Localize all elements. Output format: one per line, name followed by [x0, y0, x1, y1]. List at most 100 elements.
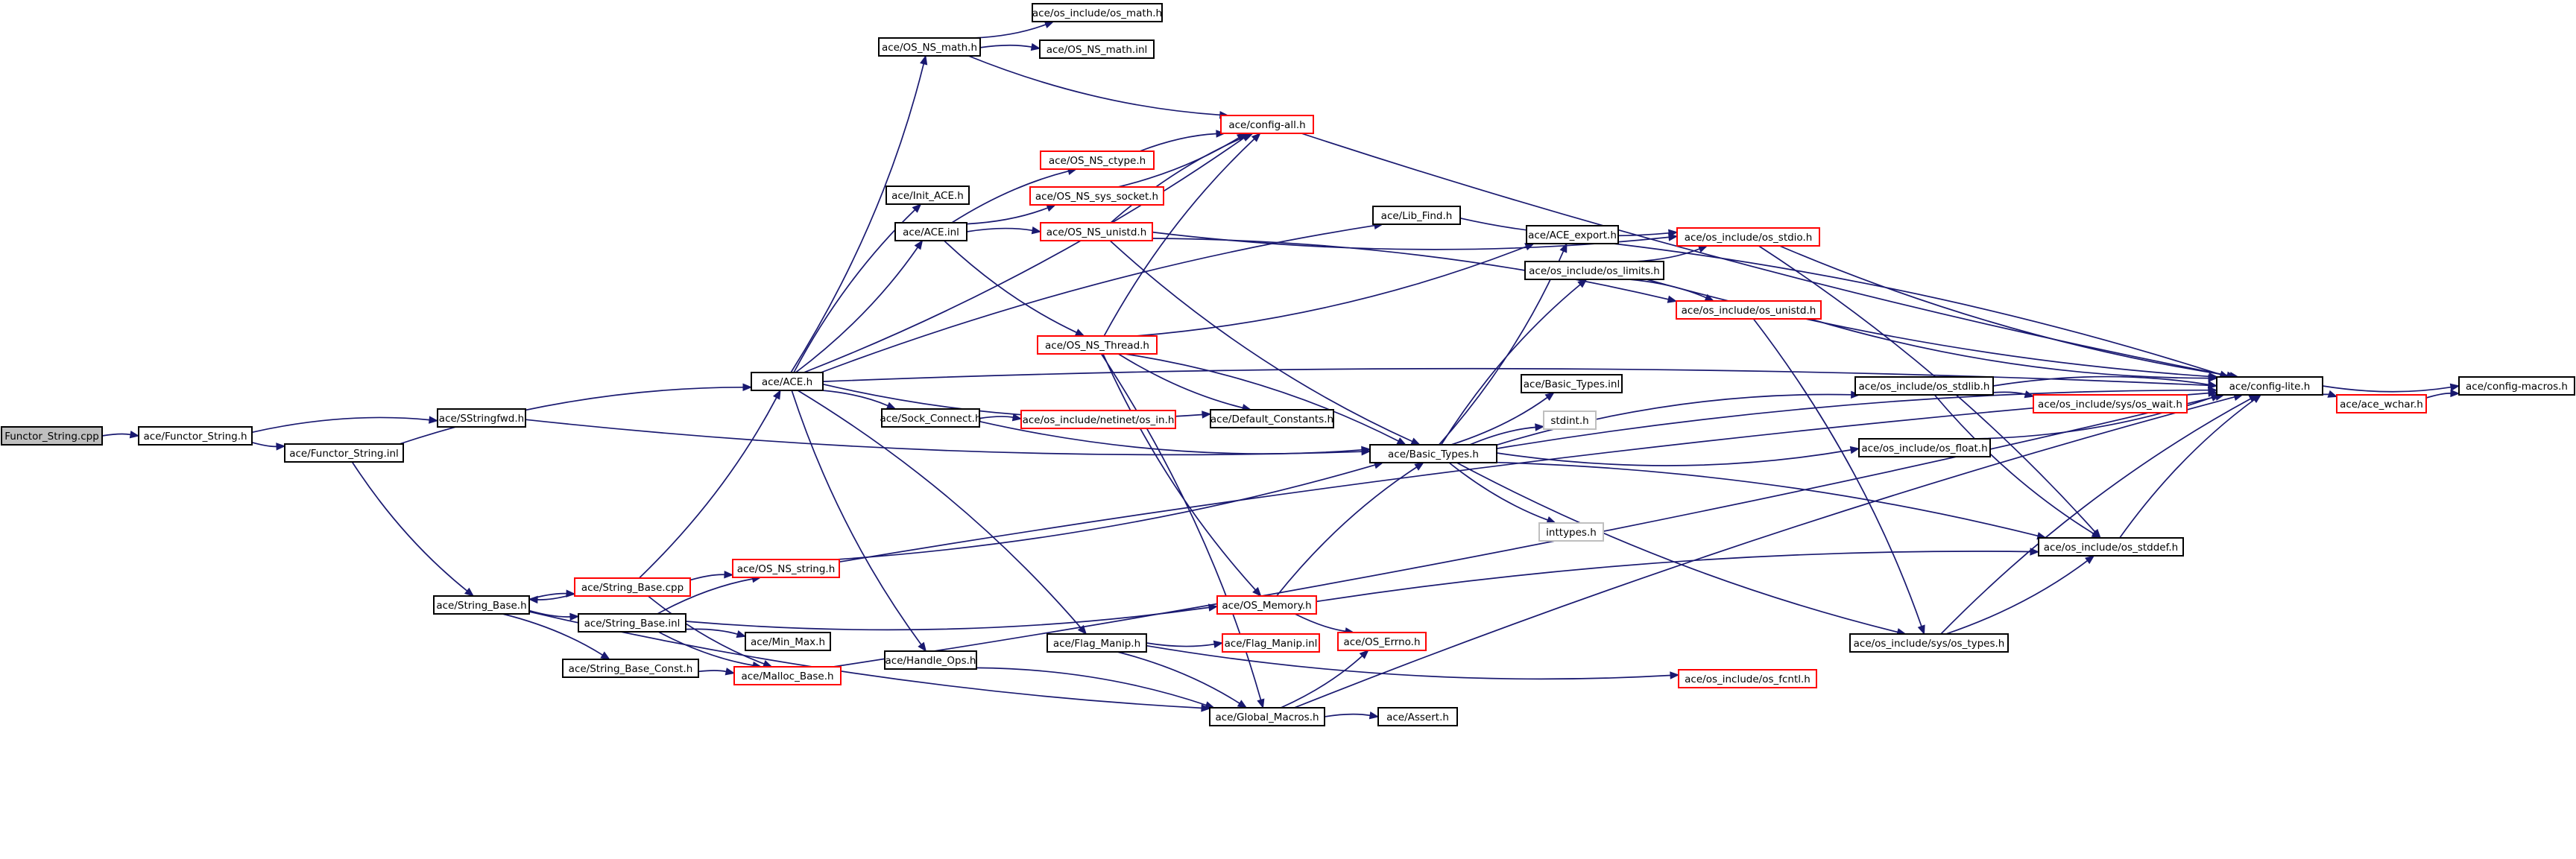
edge-line	[1992, 375, 2209, 387]
edge-ace-ace-h-to-ace-handle-ops-h	[791, 390, 927, 653]
node-ace-ace-h[interactable]: ace/ACE.h	[751, 372, 824, 391]
edge-ace-ace-h-to-ace-sock-connect-h	[822, 390, 897, 410]
node-ace-string-base-const-h[interactable]: ace/String_Base_Const.h	[562, 659, 699, 678]
edge-arrowhead	[1917, 624, 1925, 635]
node-ace-lib-find-h[interactable]: ace/Lib_Find.h	[1372, 206, 1461, 225]
node-ace-string-base-inl[interactable]: ace/String_Base.inl	[578, 613, 686, 633]
node-box	[578, 613, 686, 633]
node-ace-os-include-os-unistd-h[interactable]: ace/os_include/os_unistd.h	[1676, 300, 1822, 320]
edge-line	[399, 386, 744, 445]
node-box	[1538, 522, 1604, 542]
node-ace-sstringfwd-h[interactable]: ace/SStringfwd.h	[437, 408, 526, 428]
node-ace-os-include-os-fcntl-h[interactable]: ace/os_include/os_fcntl.h	[1678, 669, 1817, 688]
node-ace-default-constants-h[interactable]: ace/Default_Constants.h	[1210, 409, 1334, 428]
node-box	[1526, 225, 1619, 244]
edge-arrowhead	[1410, 437, 1421, 446]
node-ace-ace-wchar-h[interactable]: ace/ace_wchar.h	[2336, 394, 2427, 413]
node-label: ace/config-macros.h	[2466, 381, 2568, 393]
node-box	[1337, 632, 1427, 651]
node-ace-ace-export-h[interactable]: ace/ACE_export.h	[1526, 225, 1619, 244]
edge-arrowhead	[276, 443, 286, 451]
node-ace-malloc-base-h[interactable]: ace/Malloc_Base.h	[733, 666, 842, 685]
edge-ace-basic-types-h-to-ace-os-include-os-limits-h	[1440, 279, 1588, 446]
edge-line	[979, 416, 1014, 419]
edge-arrowhead	[528, 595, 538, 604]
edge-arrowhead	[742, 383, 753, 392]
edge-arrowhead	[1396, 437, 1407, 446]
node-ace-basic-types-h[interactable]: ace/Basic_Types.h	[1369, 444, 1497, 463]
node-box	[1220, 115, 1314, 134]
edge-arrowhead	[1030, 42, 1041, 51]
edge-line	[528, 609, 571, 618]
edge-arrowhead	[1252, 586, 1262, 597]
node-box	[1037, 335, 1158, 355]
node-ace-os-ns-ctype-h[interactable]: ace/OS_NS_ctype.h	[1040, 150, 1155, 170]
node-box	[1029, 186, 1164, 206]
node-ace-string-base-h[interactable]: ace/String_Base.h	[433, 595, 530, 615]
edge-arrowhead	[2450, 389, 2460, 398]
node-ace-assert-h[interactable]: ace/Assert.h	[1377, 707, 1458, 726]
node-ace-os-include-os-float-h[interactable]: ace/os_include/os_float.h	[1858, 438, 1991, 457]
node-ace-sock-connect-h[interactable]: ace/Sock_Connect.h	[880, 408, 982, 428]
edge-line	[836, 464, 1376, 560]
node-ace-basic-types-inl[interactable]: ace/Basic_Types.inl	[1521, 374, 1623, 393]
node-ace-os-include-sys-os-types-h[interactable]: ace/os_include/sys/os_types.h	[1849, 633, 2009, 653]
edge-ace-os-memory-h-to-ace-os-include-os-stddef-h	[1316, 548, 2040, 603]
node-box	[1854, 376, 1994, 396]
node-box	[1524, 261, 1664, 280]
node-ace-config-macros-h[interactable]: ace/config-macros.h	[2458, 376, 2575, 396]
node-ace-os-ns-sys-socket-h[interactable]: ace/OS_NS_sys_socket.h	[1029, 186, 1164, 206]
node-label: ace/Lib_Find.h	[1381, 210, 1453, 222]
edge-arrowhead	[2084, 555, 2095, 565]
edge-line	[822, 390, 888, 407]
node-ace-config-lite-h[interactable]: ace/config-lite.h	[2216, 376, 2323, 396]
node-ace-os-ns-string-h[interactable]: ace/OS_NS_string.h	[732, 559, 840, 578]
edge-arrowhead	[724, 571, 734, 579]
node-ace-os-include-netinet-os-in-h[interactable]: ace/os_include/netinet/os_in.h	[1020, 410, 1176, 429]
node-ace-functor-string-h[interactable]: ace/Functor_String.h	[138, 426, 253, 446]
edge-line	[821, 224, 1375, 373]
edge-line	[1110, 136, 1246, 224]
edge-ace-os-include-os-unistd-h-to-ace-os-include-sys-os-types-h	[1752, 318, 1925, 635]
edge-line	[1324, 713, 1371, 717]
node-ace-os-ns-thread-h[interactable]: ace/OS_NS_Thread.h	[1037, 335, 1158, 355]
node-ace-os-include-os-limits-h[interactable]: ace/os_include/os_limits.h	[1524, 261, 1664, 280]
node-ace-string-base-cpp[interactable]: ace/String_Base.cpp	[574, 577, 691, 597]
node-ace-os-ns-math-inl[interactable]: ace/OS_NS_math.inl	[1039, 39, 1155, 59]
node-label: ace/Default_Constants.h	[1210, 413, 1333, 425]
edge-arrowhead	[1208, 603, 1219, 612]
edge-ace-string-base-cpp-to-ace-string-base-h	[528, 593, 575, 604]
node-ace-os-include-os-stdio-h[interactable]: ace/os_include/os_stdio.h	[1676, 227, 1820, 247]
node-ace-os-memory-h[interactable]: ace/OS_Memory.h	[1216, 595, 1317, 615]
node-box	[1678, 669, 1817, 688]
node-ace-ace-inl[interactable]: ace/ACE.inl	[894, 222, 967, 241]
node-ace-flag-manip-h[interactable]: ace/Flag_Manip.h	[1046, 633, 1147, 653]
node-label: Functor_String.cpp	[4, 431, 99, 443]
edge-ace-os-include-os-unistd-h-to-ace-config-lite-h	[1809, 318, 2218, 382]
edge-arrowhead	[1202, 411, 1212, 419]
node-ace-os-ns-math-h[interactable]: ace/OS_NS_math.h	[878, 37, 981, 57]
node-ace-min-max-h[interactable]: ace/Min_Max.h	[745, 632, 831, 651]
node-ace-global-macros-h[interactable]: ace/Global_Macros.h	[1209, 707, 1325, 726]
node-ace-os-include-os-math-h[interactable]: ace/os_include/os_math.h	[1032, 3, 1163, 22]
node-ace-flag-manip-inl[interactable]: ace/Flag_Manip.inl	[1222, 633, 1320, 653]
node-ace-os-include-sys-os-wait-h[interactable]: ace/os_include/sys/os_wait.h	[2033, 394, 2188, 413]
node-ace-init-ace-h[interactable]: ace/Init_ACE.h	[886, 186, 970, 205]
node-box	[1210, 409, 1334, 428]
node-ace-os-include-os-stddef-h[interactable]: ace/os_include/os_stddef.h	[2038, 537, 2184, 557]
node-ace-os-ns-unistd-h[interactable]: ace/OS_NS_unistd.h	[1040, 222, 1153, 241]
node-box	[1849, 633, 2009, 653]
edge-arrowhead	[2208, 374, 2218, 382]
node-ace-handle-ops-h[interactable]: ace/Handle_Ops.h	[884, 650, 977, 670]
node-label: ace/os_include/os_fcntl.h	[1685, 673, 1811, 685]
edge-line	[791, 390, 922, 645]
edge-ace-basic-types-h-to-inttypes-h	[1448, 462, 1557, 524]
edge-arrowhead	[429, 416, 439, 424]
node-ace-os-errno-h[interactable]: ace/OS_Errno.h	[1337, 632, 1427, 651]
node-ace-config-all-h[interactable]: ace/config-all.h	[1220, 115, 1314, 134]
node-ace-os-include-os-stdlib-h[interactable]: ace/os_include/os_stdlib.h	[1854, 376, 1994, 396]
node-ace-functor-string-inl[interactable]: ace/Functor_String.inl	[284, 443, 404, 463]
edge-ace-basic-types-h-to-ace-os-include-sys-os-types-h	[1456, 462, 1907, 636]
edge-arrowhead	[600, 651, 610, 660]
node-box	[733, 666, 842, 685]
